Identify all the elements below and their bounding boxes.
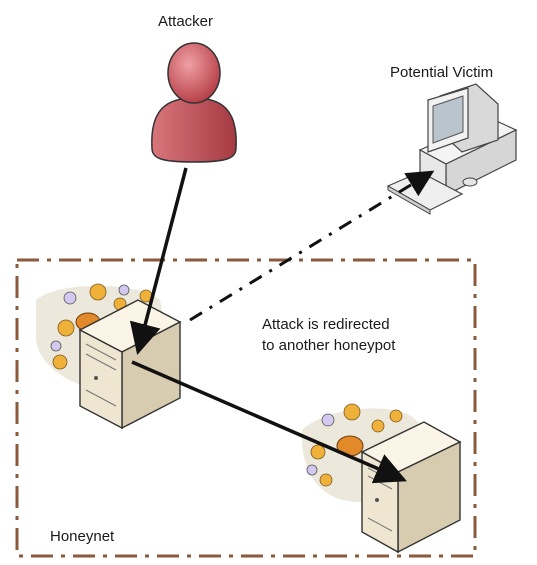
potential-victim-label: Potential Victim <box>390 64 494 81</box>
attack-arrow <box>129 167 188 356</box>
honeynet-label: Honeynet <box>50 528 115 545</box>
redirect-note: Attack is redirected to another honeypot <box>262 314 395 356</box>
victim-link-line <box>189 170 435 322</box>
honeypot-server-1-icon <box>78 299 182 430</box>
honeynet-boundary <box>15 258 477 558</box>
attacker-person-icon <box>151 42 237 163</box>
redirect-arrow <box>131 360 407 484</box>
attacker-label: Attacker <box>158 13 214 30</box>
victim-computer-icon <box>386 83 518 215</box>
redirect-note-line-2: to another honeypot <box>262 337 396 354</box>
redirect-note-line-1: Attack is redirected <box>262 316 390 333</box>
